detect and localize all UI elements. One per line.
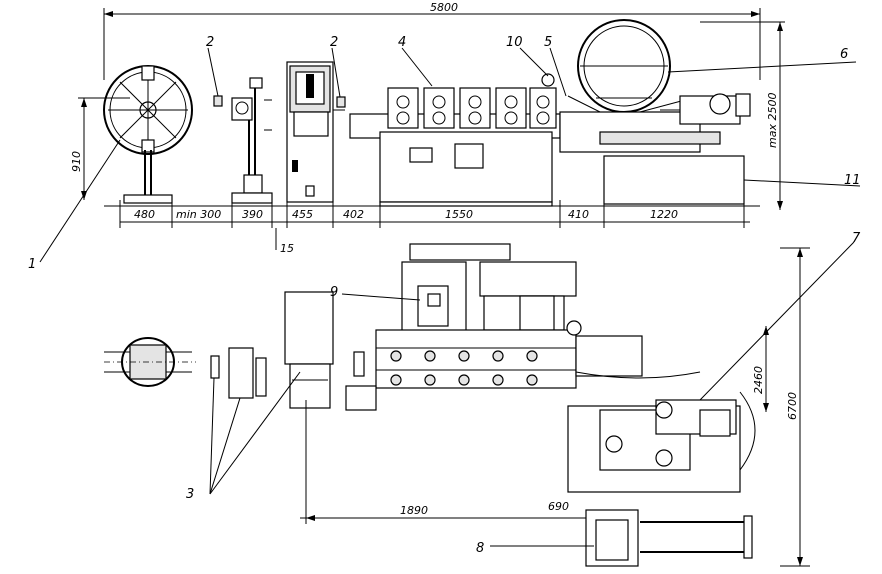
callout-6: 6 xyxy=(840,47,848,62)
roll-forming-mill xyxy=(349,73,561,207)
overall-length-dimension: 5800 xyxy=(103,1,761,80)
base-reel-label: 480 xyxy=(134,208,155,221)
plan-width-dimension: 6700 xyxy=(780,247,810,567)
plan-bend-dimension: 2460 xyxy=(752,326,769,412)
callout-1: 1 xyxy=(28,257,36,272)
press-plan xyxy=(284,291,334,409)
base-press-label: 455 xyxy=(292,208,313,221)
base-straightener-label: 390 xyxy=(242,208,263,221)
callout-7: 7 xyxy=(852,231,861,246)
reel-plan xyxy=(104,337,196,387)
elevation-view: 5800 max 2500 910 xyxy=(28,1,861,272)
elevation-callouts: 1 2 2 4 10 5 6 11 15 xyxy=(28,35,861,272)
guide-roller-left xyxy=(213,95,223,107)
height-max-label: max 2500 xyxy=(766,93,779,148)
gap-press-mill-label: 402 xyxy=(343,208,364,221)
plan-callouts: 9 7 3 8 xyxy=(186,231,861,556)
feed-height-label: 910 xyxy=(70,151,83,172)
callout-10: 10 xyxy=(506,35,523,50)
straightener-stand xyxy=(231,77,273,204)
callout-2b: 2 xyxy=(330,35,338,50)
plan-width-label: 6700 xyxy=(786,392,799,420)
callout-9: 9 xyxy=(330,285,338,300)
gap-min-label: min 300 xyxy=(176,208,221,221)
cutoff-unit xyxy=(559,93,751,205)
decoiler-reel xyxy=(103,65,193,204)
plan-view: 2460 6700 1890 690 9 7 3 xyxy=(104,231,861,567)
mill-plan xyxy=(345,243,582,411)
feed-height-dimension: 910 xyxy=(70,97,130,200)
height-dimension: max 2500 xyxy=(700,21,785,210)
press-cabinet xyxy=(286,61,345,203)
overall-length-label: 5800 xyxy=(430,1,458,14)
callout-15: 15 xyxy=(280,242,294,255)
gap-mill-cutoff-label: 410 xyxy=(568,208,589,221)
plan-left-label: 1890 xyxy=(400,504,428,517)
plan-bottom-dimensions: 1890 690 xyxy=(300,400,586,524)
stacker-unit-plan xyxy=(585,509,753,567)
base-cutoff-label: 1220 xyxy=(650,208,678,221)
straightener-plan xyxy=(210,347,267,399)
bending-unit-plan xyxy=(567,335,756,493)
callout-5: 5 xyxy=(544,35,552,50)
callout-11: 11 xyxy=(844,173,861,188)
plan-gap-label: 690 xyxy=(548,500,569,513)
guide-roller-right xyxy=(336,96,346,108)
callout-8: 8 xyxy=(476,541,484,556)
callout-4: 4 xyxy=(398,35,406,50)
plan-bend-label: 2460 xyxy=(752,366,765,394)
callout-2a: 2 xyxy=(206,35,214,50)
base-dimension-chain: 480 min 300 390 455 402 1550 410 1220 xyxy=(119,200,750,228)
callout-3: 3 xyxy=(186,487,194,502)
base-mill-label: 1550 xyxy=(445,208,473,221)
